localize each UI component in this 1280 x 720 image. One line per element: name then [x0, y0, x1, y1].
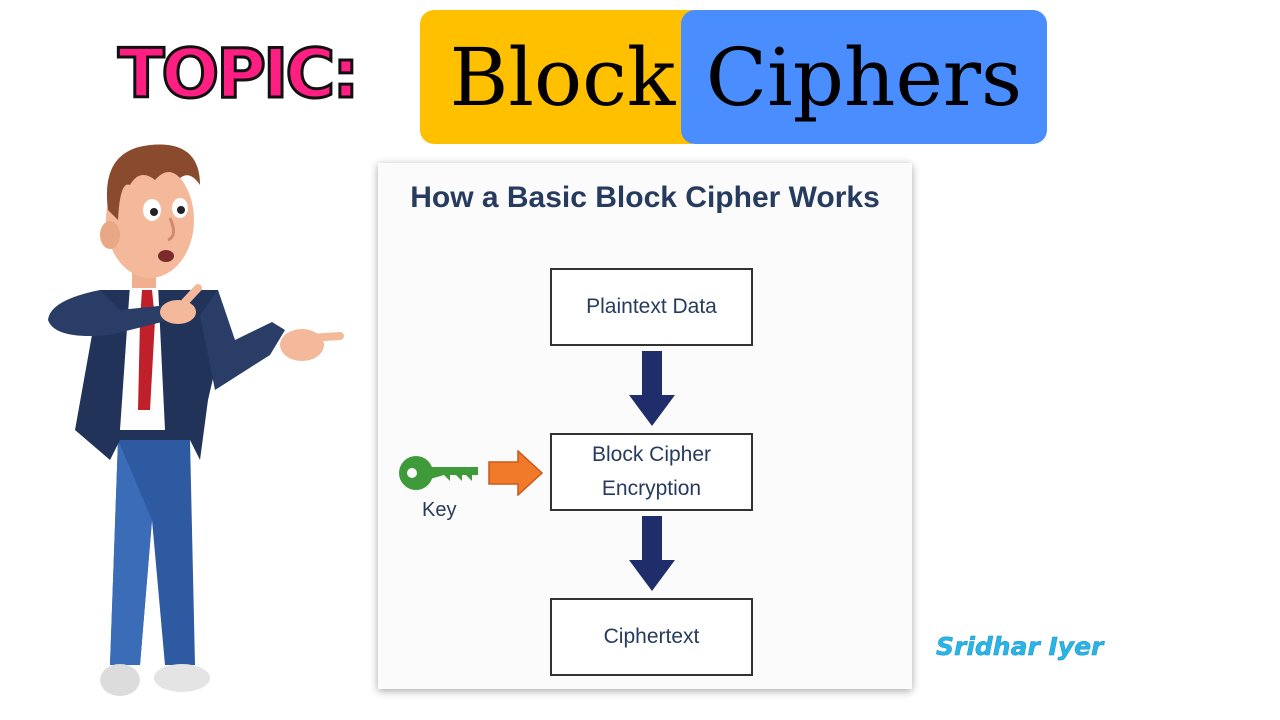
topic-label: TOPIC: — [117, 34, 361, 116]
block-cipher-node-line-1: Block Cipher — [591, 443, 712, 466]
ciphertext-node: Ciphertext — [550, 598, 753, 676]
author-credit: Sridhar Iyer — [936, 632, 1104, 662]
key-icon — [399, 456, 478, 490]
ciphertext-node-label: Ciphertext — [603, 625, 700, 648]
title-word-block: Block — [420, 10, 705, 144]
title-word-ciphers: Ciphers — [681, 10, 1047, 144]
presenter-character-illustration — [48, 144, 344, 696]
block-cipher-encryption-node: Block Cipher Encryption — [550, 433, 753, 511]
diagram-panel: How a Basic Block Cipher Works Plaintext… — [378, 163, 912, 689]
diagram-title: How a Basic Block Cipher Works — [410, 181, 880, 214]
block-cipher-node-line-2: Encryption — [601, 477, 702, 500]
key-label: Key — [422, 499, 457, 521]
plaintext-node-label: Plaintext Data — [586, 295, 717, 318]
down-arrow-2 — [629, 516, 675, 591]
key-to-cipher-arrow — [488, 450, 544, 496]
down-arrow-1 — [629, 351, 675, 426]
plaintext-node: Plaintext Data — [550, 268, 753, 346]
